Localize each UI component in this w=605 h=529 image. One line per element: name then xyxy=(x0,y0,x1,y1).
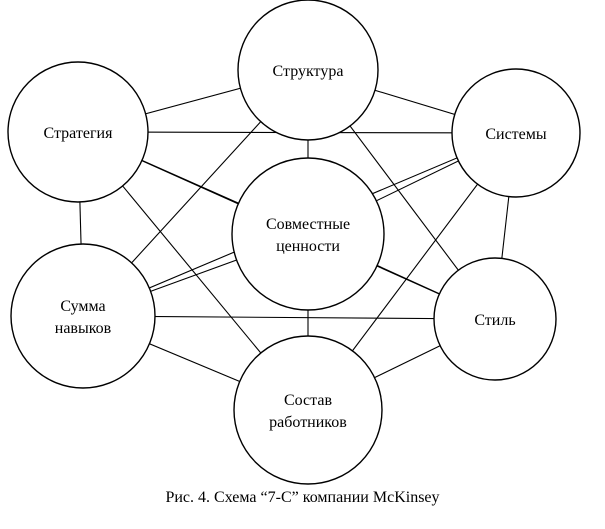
node-label-skills: навыков xyxy=(55,320,112,337)
node-label-strategy: Стратегия xyxy=(44,125,114,142)
node-label-staff: Состав xyxy=(284,392,332,409)
node-label-skills: Сумма xyxy=(60,298,105,315)
node-label-structure: Структура xyxy=(273,63,344,80)
node-strategy: Стратегия xyxy=(7,61,149,203)
node-style: Стиль xyxy=(433,257,557,381)
figure-caption: Рис. 4. Схема “7-С” компании McKinsey xyxy=(165,489,440,506)
node-label-shared-values: Совместные xyxy=(266,216,350,233)
node-label-shared-values: ценности xyxy=(276,238,340,255)
node-label-systems: Системы xyxy=(485,126,547,143)
node-circle-style xyxy=(433,257,557,381)
node-label-style: Стиль xyxy=(474,312,515,329)
node-circle-skills xyxy=(10,243,156,389)
node-structure: Структура xyxy=(237,0,379,141)
node-skills: Сумма навыков xyxy=(10,243,156,389)
node-circle-staff xyxy=(233,335,383,485)
node-circle-structure xyxy=(237,0,379,141)
node-circle-strategy xyxy=(7,61,149,203)
node-shared-values: Совместные ценности xyxy=(231,157,385,311)
node-staff: Состав работников xyxy=(233,335,383,485)
node-circle-shared-values xyxy=(231,157,385,311)
node-systems: Системы xyxy=(451,68,581,198)
node-label-staff: работников xyxy=(269,414,347,431)
node-circle-systems xyxy=(451,68,581,198)
